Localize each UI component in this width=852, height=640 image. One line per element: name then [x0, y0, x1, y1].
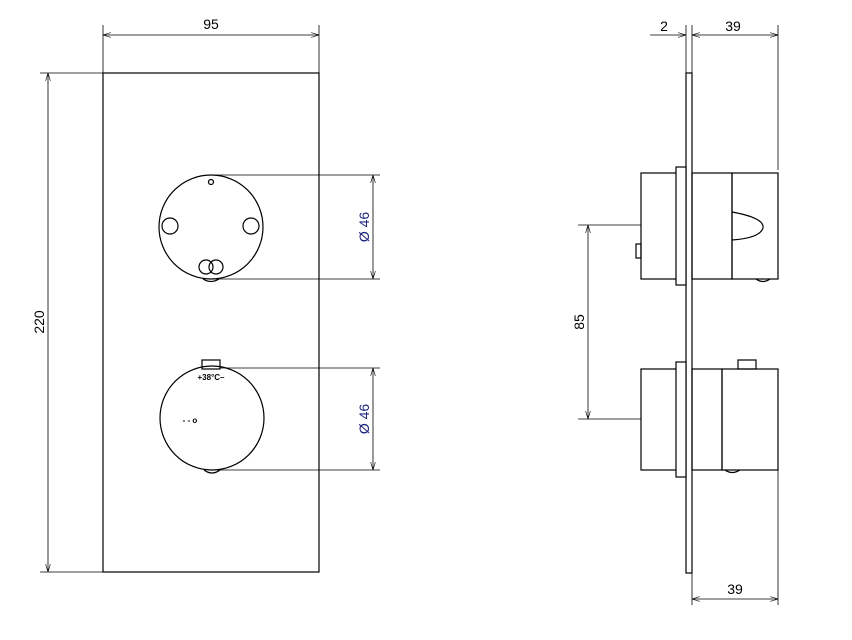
lower-side-body [640, 359, 779, 478]
height-label: 220 [31, 310, 47, 334]
width-dimension: 95 [102, 16, 320, 73]
lower-knob: +38°C– - - o Ø 46 [159, 359, 380, 474]
upper-side-body [635, 166, 779, 286]
top-depth-label: 39 [725, 18, 741, 34]
front-plate [102, 72, 320, 573]
top-dimensions: 2 39 [650, 18, 779, 170]
upper-knob: Ø 46 [158, 174, 380, 283]
height-dimension: 220 [31, 72, 103, 573]
upper-diameter-label: Ø 46 [356, 212, 372, 243]
front-view: 95 220 Ø 46 +38°C– - - o [31, 16, 380, 573]
bottom-dimension: 39 [691, 470, 779, 605]
temperature-label: +38°C– [198, 373, 226, 382]
side-view: 2 39 85 3 [571, 18, 779, 605]
plate-thickness-label: 2 [660, 18, 668, 34]
spacing-label: 85 [571, 314, 587, 330]
bottom-depth-label: 39 [727, 581, 743, 597]
spacing-dimension: 85 [571, 224, 641, 420]
side-plate [685, 72, 693, 574]
knob-marks: - - o [183, 416, 198, 425]
width-label: 95 [203, 16, 219, 32]
lower-diameter-label: Ø 46 [356, 404, 372, 435]
